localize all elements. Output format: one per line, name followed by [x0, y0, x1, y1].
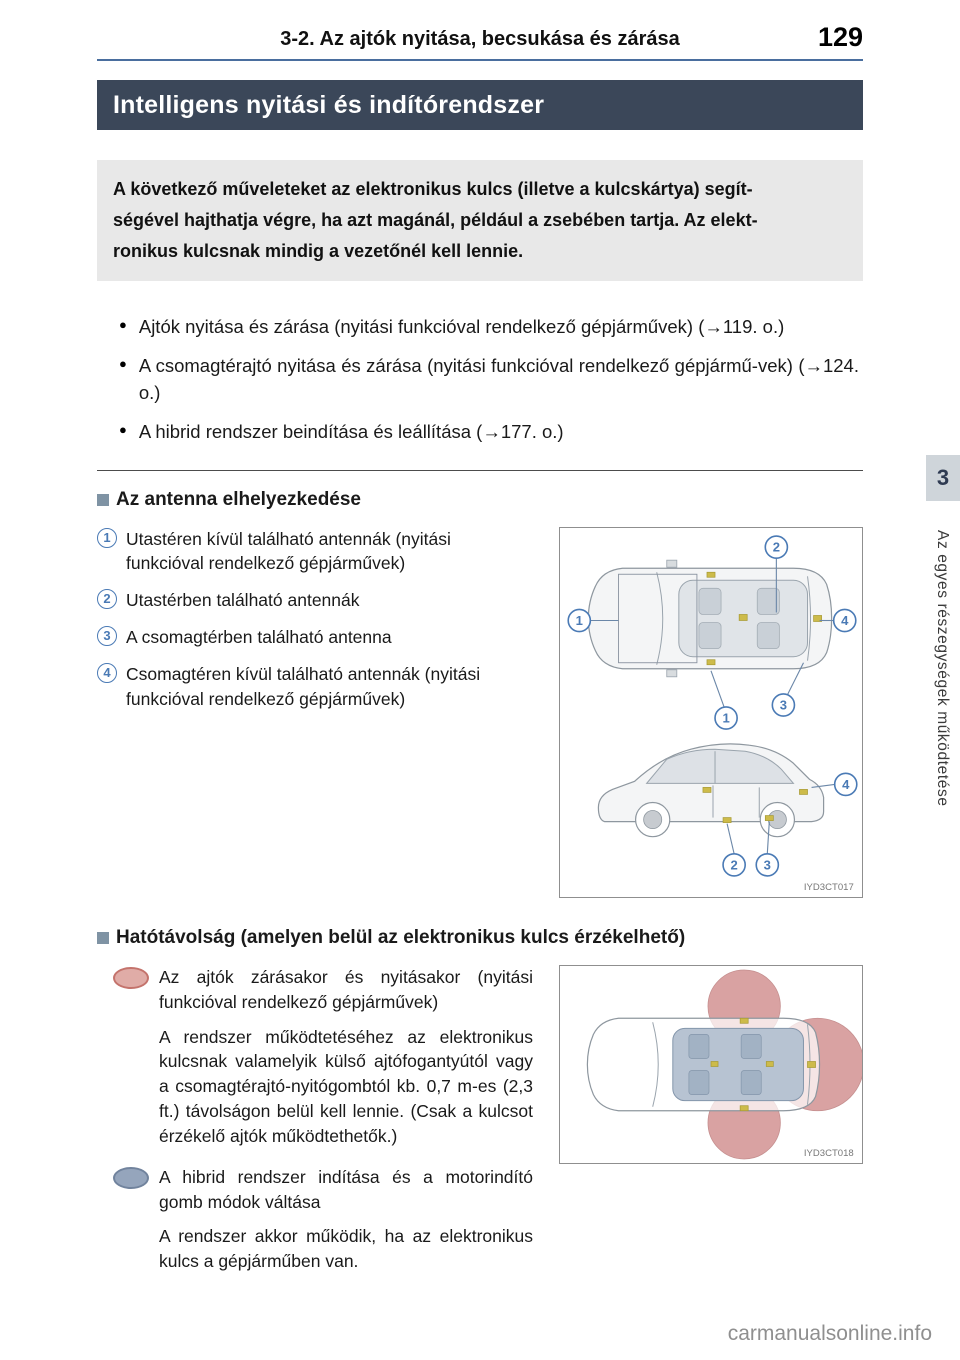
antenna-list: 1 Utastéren kívül található antennák (ny… [97, 527, 533, 724]
item-text: Csomagtéren kívül található antennák (ny… [126, 664, 481, 709]
antenna-section-header: Az antenna elhelyezkedése [97, 489, 863, 511]
figure-caption: IYD3CT017 [804, 882, 854, 893]
key-function-list: ● Ajtók nyitása és zárása (nyitási funkc… [97, 313, 863, 446]
chapter-title-bar: Intelligens nyitási és indítórendszer [97, 80, 863, 130]
watermark: carmanualsonline.info [727, 1322, 932, 1345]
bullet-text: A csomagtérajtó nyitása és zárása (nyitá… [138, 354, 859, 404]
bullet-dot-icon: ● [119, 422, 127, 438]
antenna-item: 2 Utastérben található antennák [97, 588, 533, 612]
notice-line: ségével hajthatja végre, ha azt magánál,… [113, 209, 758, 230]
bullet-item: ● Ajtók nyitása és zárása (nyitási funkc… [119, 313, 859, 341]
range-item-text: A hibrid rendszer indítása és a motorind… [159, 1166, 533, 1212]
range-figure: IYD3CT018 [559, 964, 863, 1164]
item-text: A csomagtérben található antenna [126, 627, 392, 648]
callout-3b: 3 [764, 857, 771, 872]
antenna-item: 3 A csomagtérben található antenna [97, 625, 533, 649]
bullet-dot-icon: ● [119, 355, 127, 371]
callout-4b: 4 [842, 777, 850, 792]
car-top-view [586, 1017, 821, 1112]
car-side-view [597, 743, 825, 838]
range-paragraph: A rendszer akkor működik, ha az elektron… [159, 1226, 533, 1272]
antenna-figure: 2 1 4 3 1 [559, 526, 863, 898]
item-number-badge: 2 [97, 589, 117, 610]
range-item: Az ajtók zárásakor és nyitásakor (nyitás… [97, 965, 533, 1015]
section-breadcrumb: 3-2. Az ajtók nyitása, becsukása és zárá… [280, 28, 680, 50]
range-section: Hatótávolság (amelyen belül az elektroni… [97, 927, 863, 1290]
chapter-tab: 3 [926, 455, 960, 501]
figure-caption: IYD3CT018 [804, 1148, 854, 1159]
bullet-item: ● A hibrid rendszer beindítása és leállí… [119, 418, 859, 446]
callout-4: 4 [841, 613, 849, 628]
door-zone-icon [113, 966, 149, 989]
range-paragraph: A rendszer működtetéséhez az elektroniku… [159, 1026, 533, 1146]
item-number-badge: 4 [97, 663, 117, 684]
car-antenna-diagram: 2 1 4 3 1 [567, 535, 858, 893]
antenna-item: 1 Utastéren kívül található antennák (ny… [97, 527, 533, 575]
callout-1b: 1 [722, 710, 729, 725]
notice-line: ronikus kulcsnak mindig a vezetőnél kell… [113, 240, 524, 261]
range-section-header: Hatótávolság (amelyen belül az elektroni… [97, 927, 863, 949]
section-title: Hatótávolság (amelyen belül az elektroni… [116, 926, 686, 948]
callout-1: 1 [576, 613, 583, 628]
range-item-text: Az ajtók zárásakor és nyitásakor (nyitás… [159, 966, 533, 1012]
page-number: 129 [817, 22, 863, 52]
item-text: Utastéren kívül található antennák (nyit… [126, 528, 451, 573]
bullet-text: A hibrid rendszer beindítása és leállítá… [138, 421, 564, 443]
item-text: Utastérben található antennák [126, 590, 360, 611]
notice-line: A következő műveleteket az elektronikus … [113, 179, 753, 199]
bullet-item: ● A csomagtérajtó nyitása és zárása (nyi… [119, 352, 859, 408]
sidebar-vertical-label: Az egyes részegységek működtetése [934, 530, 951, 807]
section-divider [97, 469, 863, 471]
antenna-section: Az antenna elhelyezkedése 1 Utastéren kí… [97, 489, 863, 913]
bullet-text: Ajtók nyitása és zárása (nyitási funkció… [138, 315, 785, 337]
callout-3: 3 [780, 697, 787, 712]
callout-2: 2 [773, 539, 780, 554]
section-marker-icon [97, 931, 109, 944]
notice-box: A következő műveleteket az elektronikus … [97, 160, 863, 281]
car-top-view [587, 559, 833, 678]
section-title: Az antenna elhelyezkedése [116, 488, 361, 510]
detection-range-diagram: IYD3CT018 [586, 969, 862, 1160]
cabin-zone-icon [113, 1166, 149, 1189]
range-list: Az ajtók zárásakor és nyitásakor (nyitás… [97, 965, 533, 1290]
range-item: A hibrid rendszer indítása és a motorind… [97, 1165, 533, 1215]
item-number-badge: 3 [97, 626, 117, 647]
bullet-dot-icon: ● [119, 316, 127, 332]
header-rule [97, 59, 863, 61]
callout-2b: 2 [730, 857, 737, 872]
item-number-badge: 1 [97, 527, 117, 548]
section-marker-icon [97, 493, 109, 506]
page-header: 3-2. Az ajtók nyitása, becsukása és zárá… [97, 0, 863, 61]
antenna-item: 4 Csomagtéren kívül található antennák (… [97, 662, 533, 710]
